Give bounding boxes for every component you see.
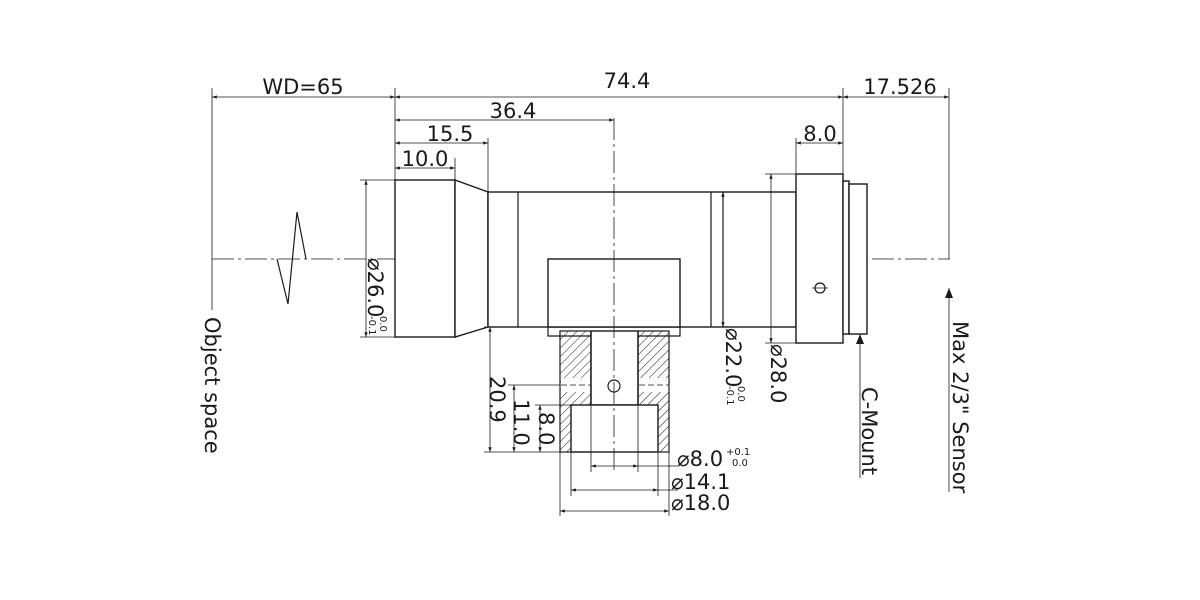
dim-mount-length: 8.0 <box>803 122 836 146</box>
svg-text:⌀22.0: ⌀22.0 <box>721 328 745 387</box>
axis-break-mark <box>276 211 307 305</box>
svg-text:-0.1: -0.1 <box>724 386 735 406</box>
dim-back-focal: 17.526 <box>863 75 936 99</box>
c-mount-flange <box>848 183 868 335</box>
c-mount-thread <box>842 180 850 335</box>
label-sensor: Max 2/3" Sensor <box>948 321 972 494</box>
dia-port-bore: ⌀8.0 <box>677 447 723 471</box>
dim-port-height: 20.9 <box>485 376 509 423</box>
svg-text:0.0: 0.0 <box>377 316 388 332</box>
front-barrel <box>394 179 456 338</box>
label-c-mount: C-Mount <box>857 387 881 475</box>
dim-front-barrel: 10.0 <box>402 147 449 171</box>
lens-body <box>394 173 868 344</box>
svg-text:0.0: 0.0 <box>732 458 748 469</box>
front-taper <box>454 179 489 338</box>
svg-text:⌀28.0: ⌀28.0 <box>766 344 790 403</box>
label-object-space: Object space <box>200 317 224 454</box>
dia-body: ⌀22.0 0.0 -0.1 <box>721 328 746 406</box>
side-port <box>547 118 681 472</box>
svg-text:⌀26.0: ⌀26.0 <box>363 258 387 317</box>
svg-text:-0.1: -0.1 <box>366 316 377 336</box>
dim-port-bore-depth: 8.0 <box>534 412 558 445</box>
svg-text:+0.1: +0.1 <box>726 447 750 458</box>
dim-working-distance: WD=65 <box>262 75 343 99</box>
dia-port-outer: ⌀18.0 <box>671 491 730 515</box>
dim-to-side-port: 36.4 <box>490 99 537 123</box>
dia-mount: ⌀28.0 <box>766 344 790 403</box>
svg-text:0.0: 0.0 <box>735 386 746 402</box>
dia-port-mid: ⌀14.1 <box>671 470 730 494</box>
mount-ring <box>795 173 844 344</box>
dim-front-section: 15.5 <box>427 122 474 146</box>
dim-total-length: 74.4 <box>604 69 651 93</box>
dia-front: ⌀26.0 0.0 -0.1 <box>363 258 388 336</box>
dim-port-lower-height: 11.0 <box>509 399 533 446</box>
